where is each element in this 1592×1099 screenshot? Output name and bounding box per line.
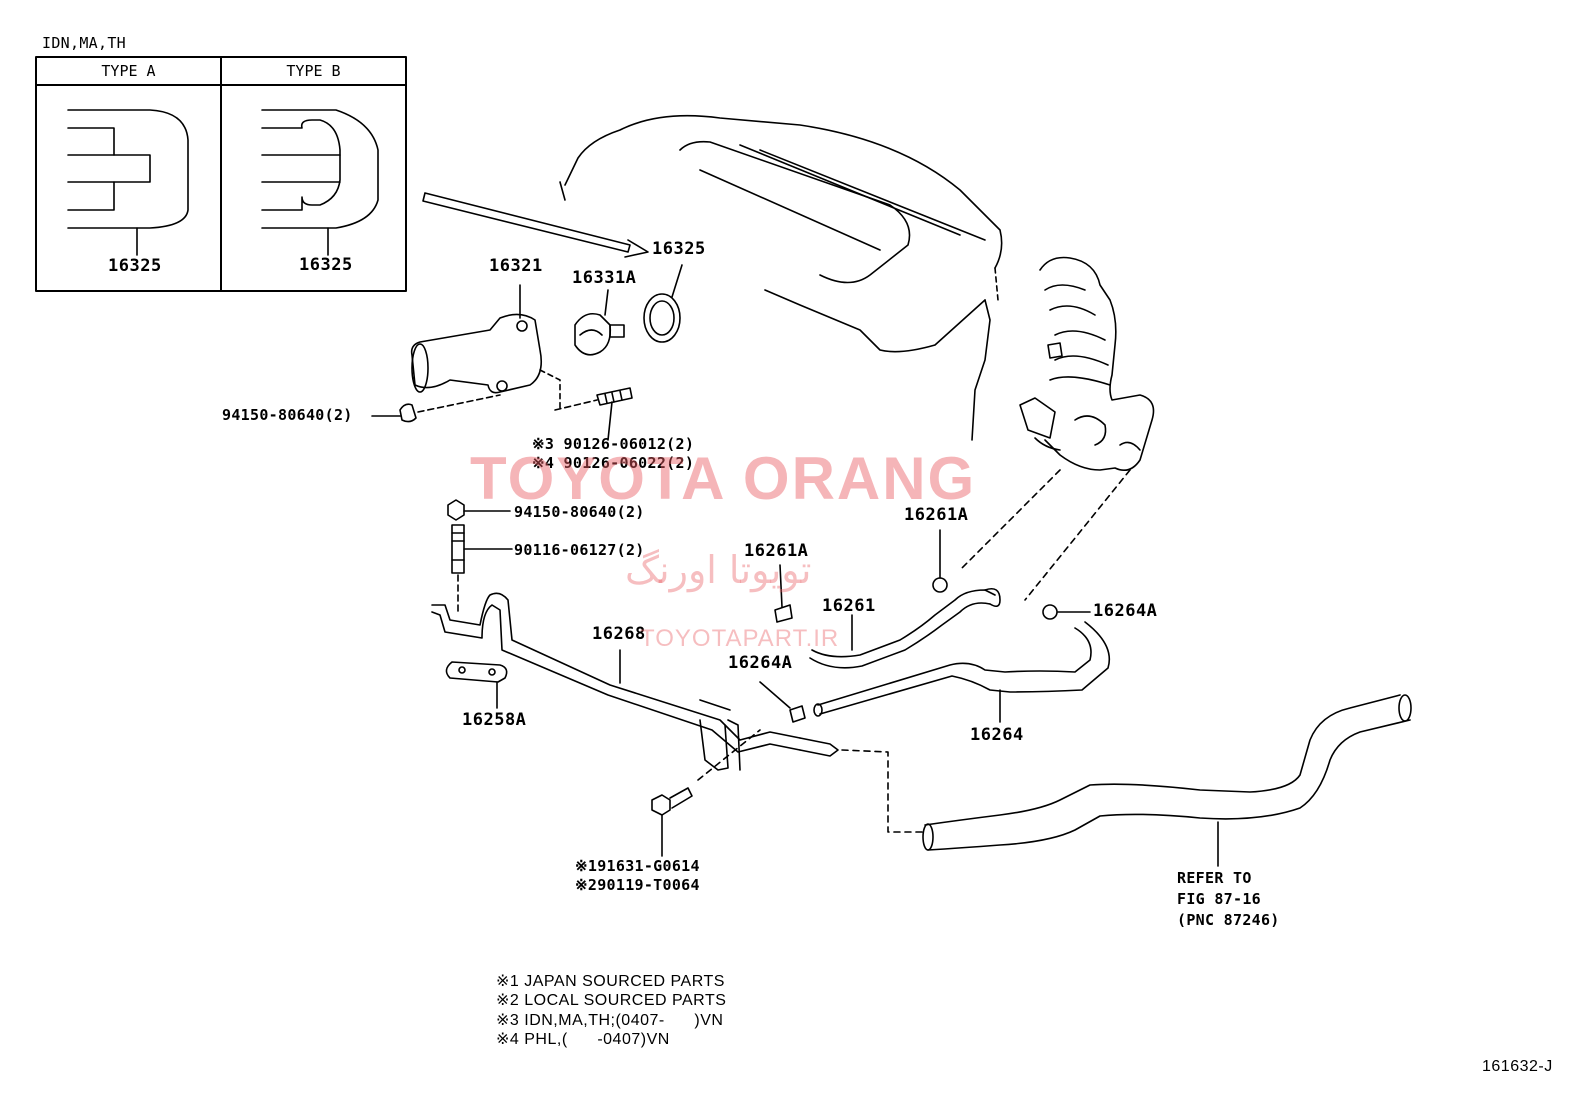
heater-hose-refer [922,694,1412,867]
note-3: ※3 IDN,MA,TH;(0407- )VN [496,1012,724,1029]
clamp-16264A-left [759,681,806,723]
clamp-16261A-right [932,529,948,593]
label-pipe-16268: 16268 [592,624,646,644]
note-1: ※1 JAPAN SOURCED PARTS [496,973,725,990]
label-nut-94150-mid: 94150-80640(2) [514,503,645,521]
bolt-94150-top [371,394,501,423]
label-stud-note4: ※4 90126-06022(2) [532,454,695,472]
label-refer-line1: REFER TO [1177,869,1252,887]
label-clamp-16261A-right: 16261A [904,505,969,525]
label-16321: 16321 [489,256,543,276]
type-a-part-label: 16325 [108,256,162,276]
clamp-16264A-right [1042,604,1091,620]
type-a-header: TYPE A [101,62,156,80]
watermark-url: TOYOTAPART.IR [640,625,840,652]
label-bolt-note1: ※191631-G0614 [575,857,700,875]
bolt-91631 [651,729,761,857]
nut-94150-mid [447,499,511,521]
inset-region-label: IDN,MA,TH [42,34,126,52]
stud-90116 [451,524,513,613]
pipe-16268 [431,592,923,833]
note-2: ※2 LOCAL SOURCED PARTS [496,992,727,1009]
label-refer-line3: (PNC 87246) [1177,911,1280,929]
thermostat-16331A [574,289,625,356]
arrow-to-16325 [422,192,649,258]
type-b-part-label: 16325 [299,255,353,275]
label-clamp-16264A-left: 16264A [728,653,793,673]
watermark-brand: TOYOTA ORANG [470,445,977,512]
note-4: ※4 PHL,( -0407)VN [496,1031,670,1048]
label-gasket-16258A: 16258A [462,710,527,730]
clamp-16261A-left [774,564,793,623]
gasket-ring-16325 [643,264,683,343]
label-clamp-16264A-right: 16264A [1093,601,1158,621]
label-stud-90116: 90116-06127(2) [514,541,645,559]
inset-table [35,56,407,292]
watermark-persian: تویوتا اورنگ [625,548,812,592]
figure-id: 161632-J [1482,1058,1553,1075]
label-stud-note3: ※3 90126-06012(2) [532,435,695,453]
label-bolt-note2: ※290119-T0064 [575,876,700,894]
gasket-16258A [445,661,508,709]
label-16325: 16325 [652,239,706,259]
hose-16264 [813,621,1110,723]
label-bolt-94150-top: 94150-80640(2) [222,406,353,424]
label-hose-16261: 16261 [822,596,876,616]
label-hose-16264: 16264 [970,725,1024,745]
engine-outline [539,114,1003,441]
throttle-body-assembly [959,256,1155,601]
stud-90126 [554,387,633,441]
label-16331A: 16331A [572,268,637,288]
type-b-header: TYPE B [286,62,341,80]
label-clamp-16261A-left: 16261A [744,541,809,561]
label-refer-line2: FIG 87-16 [1177,890,1261,908]
water-outlet-16321 [410,284,543,394]
hose-16261 [809,587,1001,669]
